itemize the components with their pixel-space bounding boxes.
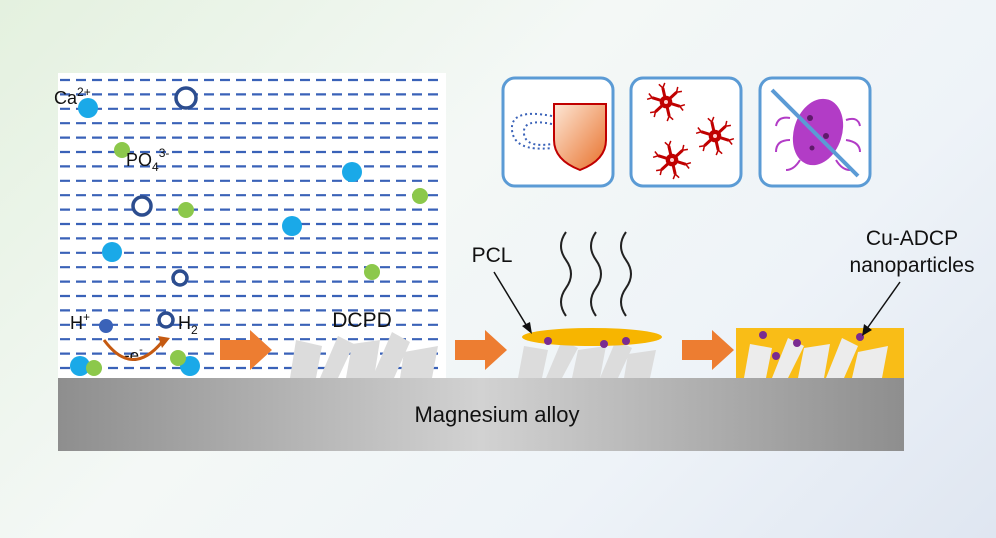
h2-bubble bbox=[157, 311, 175, 329]
h2-bubble bbox=[174, 86, 198, 110]
adcp-crystals bbox=[744, 338, 888, 378]
electron-transfer-arc bbox=[102, 339, 164, 361]
po4-ion bbox=[114, 142, 130, 158]
proton-label: H+ bbox=[70, 310, 90, 333]
po4-ion bbox=[86, 360, 102, 376]
heat-waves bbox=[560, 231, 632, 317]
dcpd-crystals bbox=[290, 332, 438, 378]
po4-ion bbox=[412, 188, 428, 204]
pcl-layer bbox=[522, 328, 662, 346]
process-arrow-2 bbox=[455, 330, 507, 370]
dcpd-label: DCPD bbox=[332, 309, 392, 332]
proton bbox=[99, 319, 113, 333]
pcl-pointer bbox=[493, 271, 529, 329]
ca-ion bbox=[342, 162, 362, 182]
protection-panel bbox=[501, 76, 615, 188]
process-arrow-1 bbox=[220, 330, 272, 370]
magnesium-substrate bbox=[58, 378, 904, 451]
nanoparticles-label-1: Cu-ADCP bbox=[866, 227, 958, 250]
shield-icon bbox=[510, 103, 607, 172]
ion-particles bbox=[70, 86, 428, 376]
cell-panel bbox=[629, 76, 743, 188]
nanoparticles-pointer-head bbox=[862, 324, 872, 336]
nanoparticles-label-2: nanoparticles bbox=[850, 254, 975, 277]
substrate-label: Magnesium alloy bbox=[414, 402, 579, 427]
antibacterial-panel bbox=[758, 76, 872, 188]
pcl-pointer-head bbox=[522, 322, 532, 334]
bacteria-crossed-icon bbox=[770, 88, 861, 178]
po4-ion-label: PO43- bbox=[126, 146, 169, 174]
ca-ion-label: Ca2+ bbox=[54, 85, 91, 108]
pcl-label: PCL bbox=[472, 244, 513, 267]
po4-ion bbox=[170, 350, 186, 366]
ca-ion bbox=[70, 356, 90, 376]
po4-ion bbox=[178, 202, 194, 218]
cu-nanoparticles bbox=[759, 331, 864, 360]
ca-ion bbox=[102, 242, 122, 262]
ca-ion bbox=[282, 216, 302, 236]
electron-arrowhead bbox=[158, 336, 170, 348]
nanoparticles-pointer bbox=[865, 281, 901, 331]
dcpd-crystals-stage2 bbox=[518, 340, 656, 378]
h2-bubble bbox=[131, 195, 153, 217]
po4-ion bbox=[364, 264, 380, 280]
hydrogen-label: H2 bbox=[178, 313, 198, 337]
cell-icon bbox=[646, 82, 735, 180]
process-arrow-3 bbox=[682, 330, 734, 370]
electrolyte-dashes bbox=[60, 78, 444, 370]
h2-bubble bbox=[171, 269, 189, 287]
ca-ion bbox=[78, 98, 98, 118]
pcl-cu-particles bbox=[544, 337, 630, 348]
